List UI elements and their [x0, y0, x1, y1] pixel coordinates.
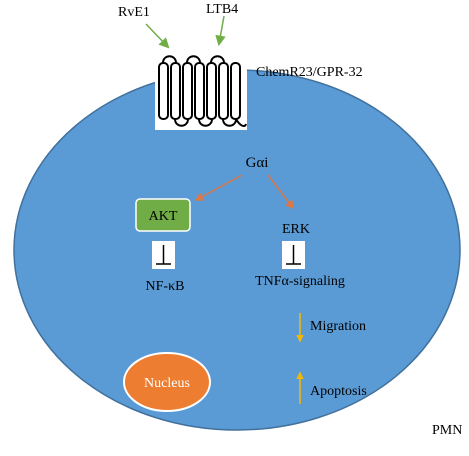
gai-to-erk-arrow — [267, 174, 295, 210]
ligand-ltb4-label: LTB4 — [206, 2, 238, 17]
tnfa-label: TNFα-signaling — [255, 274, 345, 289]
nfkb-label: NF-κB — [146, 279, 185, 294]
receptor-label: ChemR23/GPR-32 — [256, 65, 363, 80]
akt-label: AKT — [149, 209, 178, 224]
receptor-icon — [155, 50, 247, 130]
gai-label: Gαi — [246, 155, 269, 171]
pmn-label: PMN — [432, 423, 462, 438]
rve1-arrow — [145, 23, 170, 49]
ligand-rve1-label: RvE1 — [118, 5, 150, 20]
nucleus — [123, 352, 211, 412]
erk-inhibition-icon — [282, 241, 305, 269]
nucleus-label: Nucleus — [144, 376, 190, 391]
migration-label: Migration — [310, 319, 366, 334]
gai-to-akt-arrow — [194, 174, 243, 201]
ltb4-arrow — [215, 15, 226, 47]
apoptosis-label: Apoptosis — [310, 384, 367, 399]
akt-inhibition-icon — [152, 241, 175, 269]
akt-box — [135, 198, 191, 232]
erk-label: ERK — [282, 222, 310, 237]
